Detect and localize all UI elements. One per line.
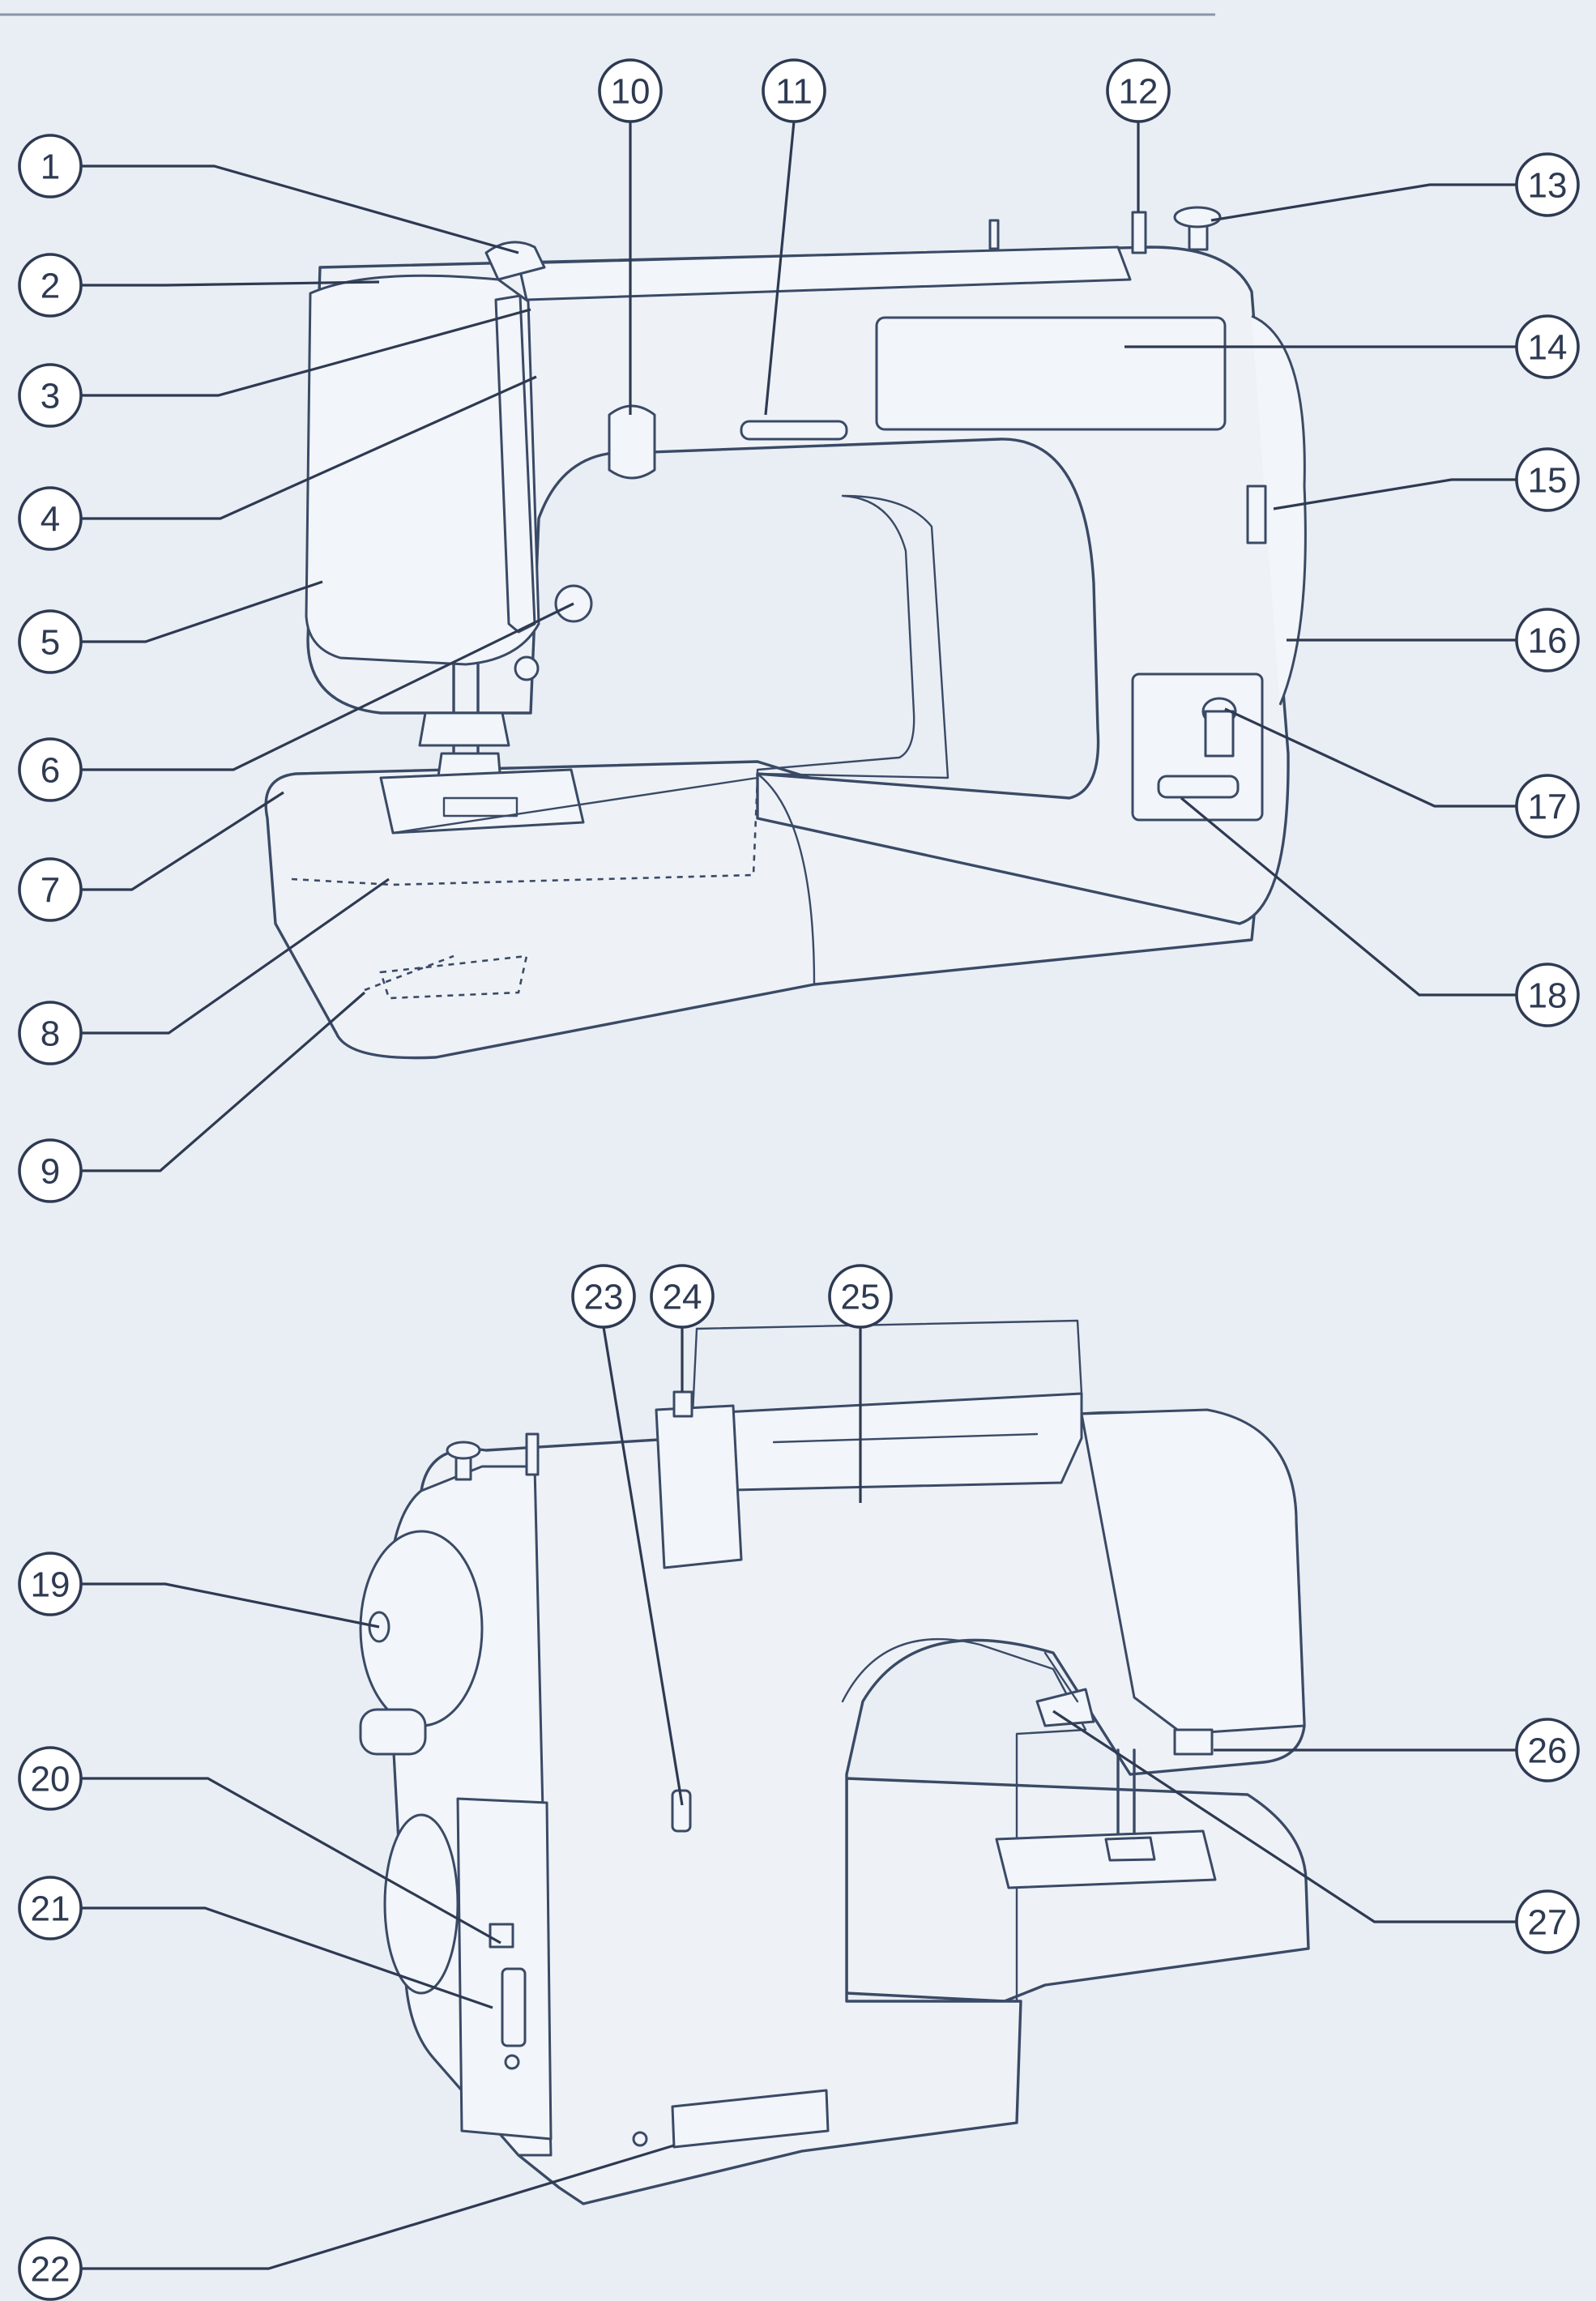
leader-line-23 — [602, 1326, 684, 1806]
callout-number: 11 — [775, 72, 813, 112]
callout-17: 17 — [1515, 774, 1580, 839]
callout-number: 10 — [611, 72, 651, 112]
leader-line-11 — [764, 121, 796, 416]
leader-line-13 — [1210, 183, 1517, 222]
leader-line-22 — [81, 2144, 675, 2270]
callout-23: 23 — [571, 1264, 636, 1329]
leader-line-19 — [81, 1582, 380, 1629]
callout-6: 6 — [18, 737, 83, 802]
callout-5: 5 — [18, 609, 83, 674]
callout-2: 2 — [18, 253, 83, 318]
leader-line-2 — [81, 280, 380, 287]
callout-number: 17 — [1528, 788, 1568, 827]
leader-line-27 — [1052, 1710, 1517, 1923]
leader-line-1 — [81, 164, 519, 254]
callout-25: 25 — [828, 1264, 893, 1329]
leader-line-20 — [81, 1777, 501, 1945]
leader-line-9 — [81, 991, 366, 1172]
callout-number: 8 — [41, 1014, 60, 1054]
pattern-window — [875, 316, 1227, 431]
callout-number: 9 — [41, 1152, 60, 1192]
callout-number: 1 — [41, 147, 60, 187]
callout-18: 18 — [1515, 963, 1580, 1027]
callout-4: 4 — [18, 486, 83, 551]
machine-base — [264, 760, 1256, 1060]
callout-1: 1 — [18, 134, 83, 199]
callout-number: 4 — [41, 500, 60, 540]
callout-number: 23 — [584, 1278, 624, 1317]
leader-line-17 — [1224, 707, 1517, 808]
callout-21: 21 — [18, 1876, 83, 1940]
callout-27: 27 — [1515, 1889, 1580, 1954]
leader-line-21 — [81, 1906, 493, 2009]
leader-line-18 — [1180, 796, 1517, 997]
leader-line-5 — [81, 580, 323, 643]
rear-view-machine — [359, 1319, 1310, 2205]
callout-number: 21 — [31, 1889, 70, 1929]
callout-number: 13 — [1528, 166, 1568, 206]
top-cover — [517, 245, 1132, 301]
callout-10: 10 — [598, 58, 663, 123]
leader-line-8 — [81, 877, 390, 1035]
callout-number: 2 — [41, 267, 60, 306]
leader-line-15 — [1273, 478, 1517, 510]
callout-number: 16 — [1528, 621, 1568, 661]
callout-24: 24 — [650, 1264, 715, 1329]
callout-12: 12 — [1106, 58, 1171, 123]
rear-bed — [845, 1777, 1310, 2003]
callout-number: 20 — [31, 1760, 70, 1799]
callout-22: 22 — [18, 2236, 83, 2301]
callout-number: 12 — [1119, 72, 1159, 112]
callout-number: 14 — [1528, 328, 1568, 368]
leader-line-7 — [81, 791, 284, 891]
callout-8: 8 — [18, 1001, 83, 1065]
callout-19: 19 — [18, 1552, 83, 1616]
callout-number: 22 — [31, 2250, 70, 2290]
callout-number: 3 — [41, 377, 60, 416]
callout-number: 19 — [31, 1565, 70, 1605]
leader-line-3 — [81, 308, 531, 397]
callout-11: 11 — [762, 58, 826, 123]
callout-number: 26 — [1528, 1731, 1568, 1771]
leader-lines — [81, 121, 1517, 2270]
leader-line-4 — [81, 375, 537, 520]
callout-15: 15 — [1515, 447, 1580, 512]
callout-number: 7 — [41, 871, 60, 911]
callout-14: 14 — [1515, 314, 1580, 379]
callout-7: 7 — [18, 857, 83, 922]
callout-number: 27 — [1528, 1903, 1568, 1943]
callout-number: 25 — [841, 1278, 881, 1317]
callout-number: 6 — [41, 751, 60, 791]
callout-26: 26 — [1515, 1718, 1580, 1782]
face-plate — [305, 274, 540, 666]
needle-plate — [379, 768, 585, 835]
callout-number: 5 — [41, 623, 60, 663]
callout-13: 13 — [1515, 152, 1580, 217]
front-view-machine — [264, 206, 1307, 1060]
callout-20: 20 — [18, 1746, 83, 1811]
callout-3: 3 — [18, 363, 83, 428]
callout-9: 9 — [18, 1138, 83, 1203]
callout-number: 24 — [663, 1278, 702, 1317]
leader-line-6 — [81, 602, 574, 771]
callout-16: 16 — [1515, 608, 1580, 672]
callout-number: 18 — [1528, 976, 1568, 1016]
callout-number: 15 — [1528, 461, 1568, 501]
